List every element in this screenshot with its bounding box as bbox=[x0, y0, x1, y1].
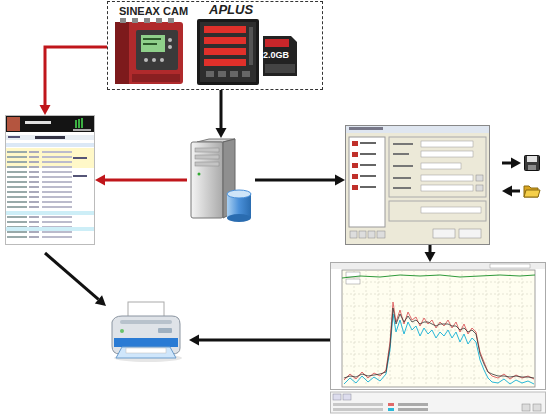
server-node bbox=[187, 138, 255, 226]
connector bbox=[502, 158, 521, 169]
connector-line bbox=[502, 162, 511, 165]
server-illustration bbox=[187, 138, 255, 226]
printer-illustration bbox=[106, 298, 186, 363]
connector bbox=[425, 245, 436, 262]
sd-card-label: 2.0GB bbox=[263, 50, 289, 60]
arrow-head bbox=[189, 335, 199, 346]
connector bbox=[40, 47, 108, 115]
device-group: SINEAX CAM APLUS bbox=[107, 1, 323, 90]
arrow-head bbox=[95, 175, 105, 186]
open-folder-icon bbox=[523, 183, 541, 199]
connector bbox=[216, 90, 227, 138]
connector-line bbox=[105, 179, 187, 182]
trend-chart-screenshot bbox=[330, 262, 546, 414]
connector-line bbox=[45, 47, 107, 105]
connector-line bbox=[220, 90, 223, 128]
connector-line bbox=[429, 245, 432, 252]
connector-line bbox=[45, 253, 98, 299]
arrow-head bbox=[502, 186, 512, 197]
chart-node bbox=[330, 262, 546, 414]
dialog-screenshot bbox=[345, 125, 490, 245]
connector bbox=[95, 175, 187, 186]
device-name: SINEAX CAM bbox=[119, 5, 188, 17]
arrow-head bbox=[335, 175, 345, 186]
arrow-head bbox=[216, 128, 227, 138]
arrow-head bbox=[425, 252, 436, 262]
open-node bbox=[523, 183, 541, 199]
connector-line bbox=[255, 179, 335, 182]
connector bbox=[502, 186, 520, 197]
connector-line bbox=[199, 339, 330, 342]
save-node bbox=[524, 155, 540, 171]
arrow-head bbox=[95, 295, 106, 306]
device-name: APLUS bbox=[209, 2, 253, 17]
web-page-screenshot bbox=[5, 115, 95, 245]
save-icon bbox=[524, 155, 540, 171]
web-page-node bbox=[5, 115, 95, 245]
dialog-node bbox=[345, 125, 490, 245]
arrow-head bbox=[511, 158, 521, 169]
connector-line bbox=[512, 190, 520, 193]
connector bbox=[45, 253, 106, 306]
connector bbox=[189, 335, 330, 346]
printer-node bbox=[106, 298, 186, 363]
connector bbox=[255, 175, 345, 186]
arrow-head bbox=[40, 105, 51, 115]
